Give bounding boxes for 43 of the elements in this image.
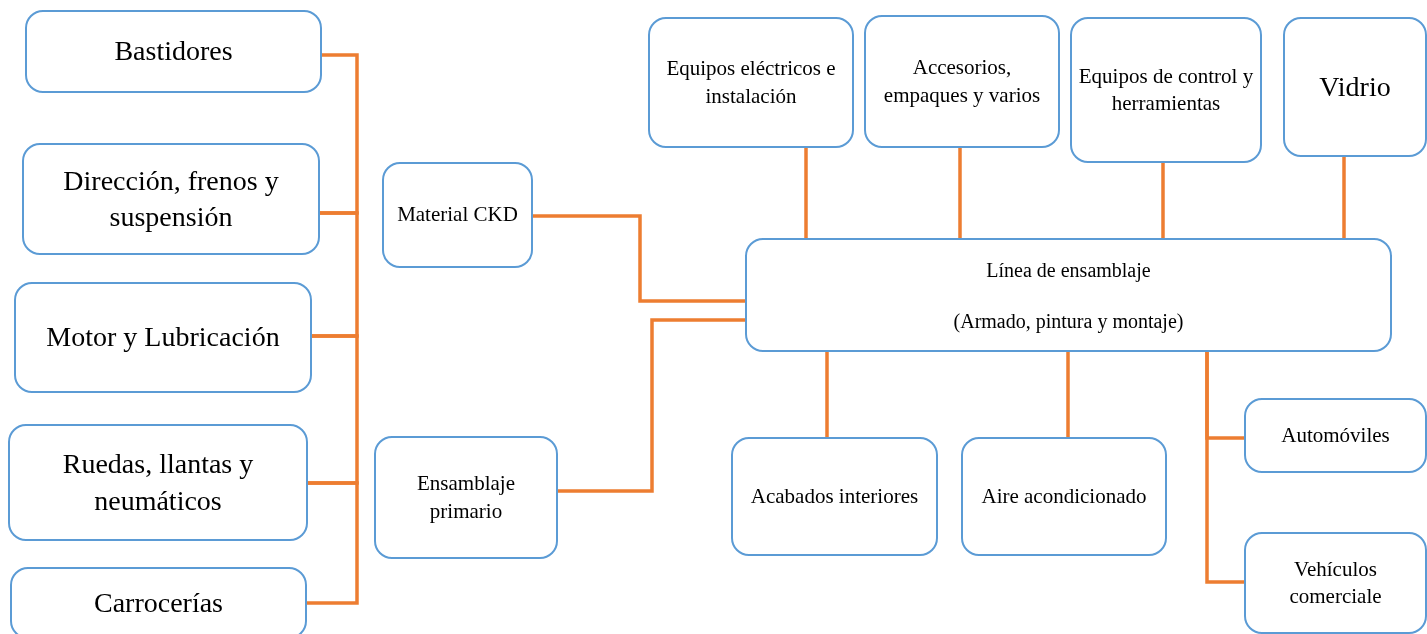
rounded-box — [10, 567, 307, 634]
box-label: Línea de ensamblaje — [986, 257, 1151, 283]
rounded-box — [14, 282, 312, 393]
box-label: Bastidores — [114, 34, 233, 69]
box-label: Vidrio — [1319, 69, 1391, 104]
rounded-box — [25, 10, 322, 93]
rounded-box — [1244, 398, 1427, 473]
rounded-box — [1070, 17, 1262, 163]
connector-line — [1205, 352, 1244, 584]
rounded-box — [1244, 532, 1427, 634]
box-label: Carrocerías — [93, 585, 223, 620]
rounded-box — [22, 143, 320, 255]
connector-line — [1342, 157, 1346, 238]
connector-line — [804, 148, 808, 238]
box-label: Equipos de control y herramientas — [1078, 62, 1254, 117]
box-label: Material CKD — [397, 201, 518, 229]
box-label: Ensamblaje primario — [416, 470, 516, 525]
connector-line — [533, 214, 745, 303]
rounded-box — [745, 238, 1392, 352]
box-label: Vehículos comerciale — [1288, 555, 1383, 610]
box-label: Automóviles — [1281, 421, 1390, 449]
box-label: Ruedas, llantas y neumáticos — [61, 447, 255, 518]
connector-line — [825, 352, 829, 437]
rounded-box — [374, 436, 558, 559]
connector-line — [1161, 163, 1165, 238]
rounded-box — [648, 17, 854, 148]
box-label: Motor y Lubricación — [46, 320, 280, 355]
box-label: Equipos eléctricos e instalación — [665, 55, 837, 110]
connector-line — [558, 318, 745, 493]
box-label: Dirección, frenos y suspensión — [62, 163, 280, 234]
box-label: Aire acondicionado — [981, 482, 1147, 510]
connector-line — [958, 148, 962, 238]
rounded-box — [382, 162, 533, 268]
rounded-box — [1283, 17, 1427, 157]
rounded-box — [731, 437, 938, 556]
rounded-box — [961, 437, 1167, 556]
box-label: Acabados interiores — [750, 482, 919, 510]
connector-line — [307, 481, 359, 605]
rounded-box — [8, 424, 308, 541]
rounded-box — [864, 15, 1060, 148]
box-label: (Armado, pintura y montaje) — [953, 308, 1184, 334]
box-label: Accesorios, empaques y varios — [882, 54, 1042, 109]
connector-line — [1066, 352, 1070, 437]
